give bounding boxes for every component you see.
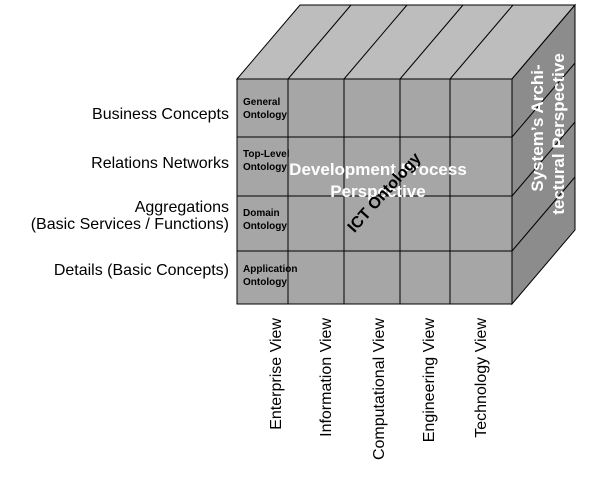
ontology-label-application-2: Ontology <box>243 277 287 288</box>
front-perspective-line-1: Development Process <box>289 160 467 179</box>
ontology-label-domain-1: Domain <box>243 208 280 219</box>
ontology-label-general-2: Ontology <box>243 110 287 121</box>
cube-front-face <box>236 78 513 305</box>
ontology-label-domain-2: Ontology <box>243 221 287 232</box>
row-label-relations-networks: Relations Networks <box>91 155 229 172</box>
view-label-enterprise: Enterprise View <box>268 318 285 430</box>
row-label-basic-services: (Basic Services / Functions) <box>31 216 229 233</box>
front-grid-lines <box>237 79 512 304</box>
view-label-engineering: Engineering View <box>421 318 438 443</box>
view-label-technology: Technology View <box>473 318 490 438</box>
ontology-label-toplevel-2: Ontology <box>243 162 287 173</box>
top-grid-lines <box>287 4 514 80</box>
row-label-aggregations: Aggregations <box>135 199 229 216</box>
ontology-label-application-1: Application <box>243 264 297 275</box>
view-label-computational: Computational View <box>371 318 388 460</box>
row-label-business-concepts: Business Concepts <box>92 106 229 123</box>
side-grid-lines <box>511 62 576 252</box>
ontology-label-general-1: General <box>243 97 280 108</box>
ontology-label-toplevel-1: Top-Level <box>243 149 290 160</box>
row-label-details: Details (Basic Concepts) <box>54 262 229 279</box>
view-label-information: Information View <box>318 318 335 437</box>
front-perspective-line-2: Perspective <box>330 182 425 201</box>
side-perspective-line-1: System’s Archi- <box>528 64 547 191</box>
side-perspective-line-2: tectural Perspective <box>549 53 568 215</box>
